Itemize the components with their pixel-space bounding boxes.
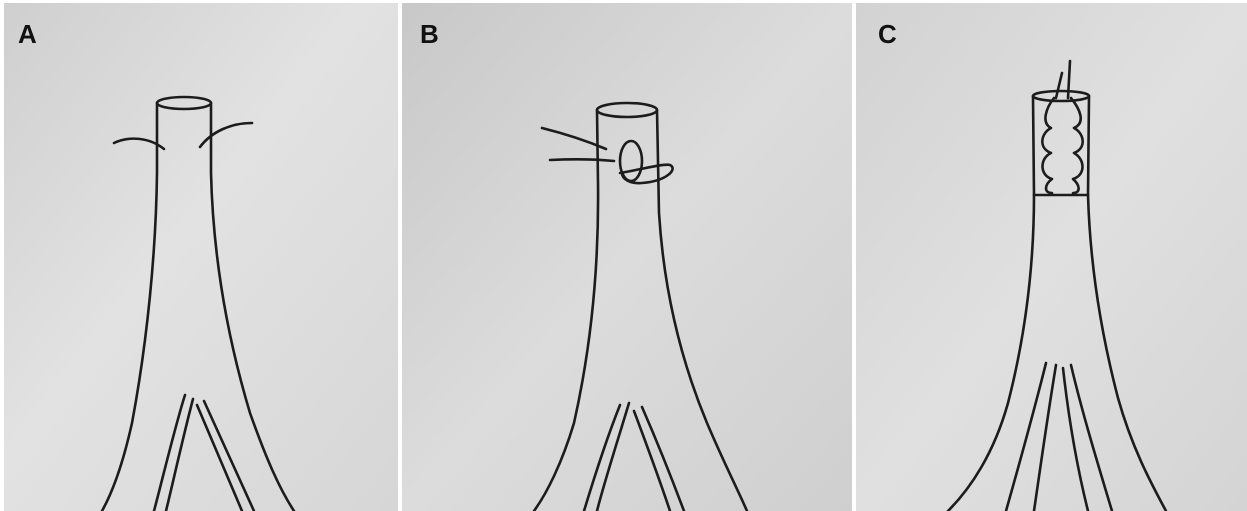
paper-background [402, 3, 852, 511]
panel-label-a: A [18, 21, 37, 47]
panel-label-b: B [420, 21, 439, 47]
panel-label-c: C [878, 21, 897, 47]
paper-background [856, 3, 1247, 511]
panel-b-sketch [402, 3, 852, 511]
panel-c: C [856, 3, 1247, 511]
panel-a-sketch [4, 3, 398, 511]
paper-background [4, 3, 398, 511]
stump-right-edge [1088, 96, 1089, 195]
panel-b: B [402, 3, 852, 511]
panel-c-sketch [856, 3, 1247, 511]
stump-left-edge [1033, 96, 1034, 195]
panel-a: A [4, 3, 398, 511]
